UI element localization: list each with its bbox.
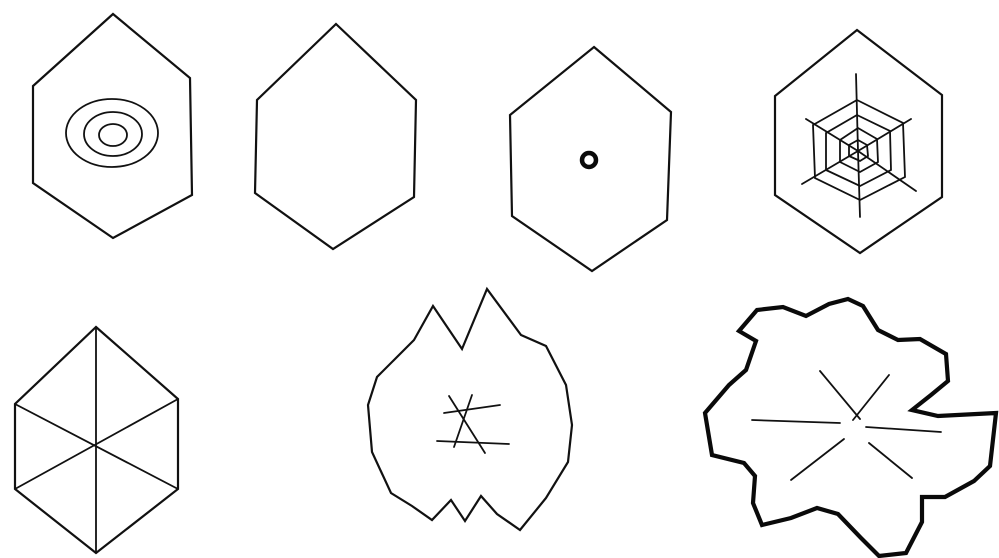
hexagon-divided-into-triangles-icon xyxy=(15,327,178,553)
plain-hexagon-icon xyxy=(255,24,416,249)
six-arm-crystal-icon xyxy=(705,299,996,556)
hexagon-with-center-dot-icon xyxy=(510,47,671,271)
jagged-crystal-with-star-icon xyxy=(368,289,572,530)
hexagon-with-web-pattern-icon xyxy=(775,30,942,253)
hexagon-with-concentric-rings-icon xyxy=(33,14,192,238)
